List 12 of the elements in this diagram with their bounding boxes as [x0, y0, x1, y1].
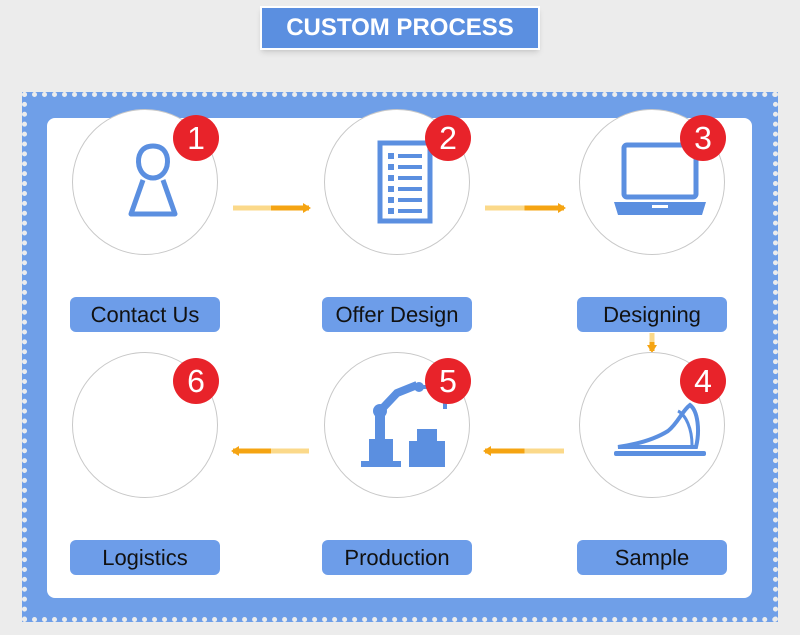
title-banner: CUSTOM PROCESS	[260, 6, 540, 50]
arrow	[231, 446, 309, 456]
step-label: Designing	[577, 297, 727, 332]
step-label: Production	[322, 540, 472, 575]
step-label: Logistics	[70, 540, 220, 575]
step-label: Sample	[577, 540, 727, 575]
arrow	[485, 203, 566, 213]
step-label: Offer Design	[322, 297, 472, 332]
step-label: Contact Us	[70, 297, 220, 332]
arrow	[233, 203, 311, 213]
arrow	[483, 446, 564, 456]
arrow	[647, 333, 657, 353]
